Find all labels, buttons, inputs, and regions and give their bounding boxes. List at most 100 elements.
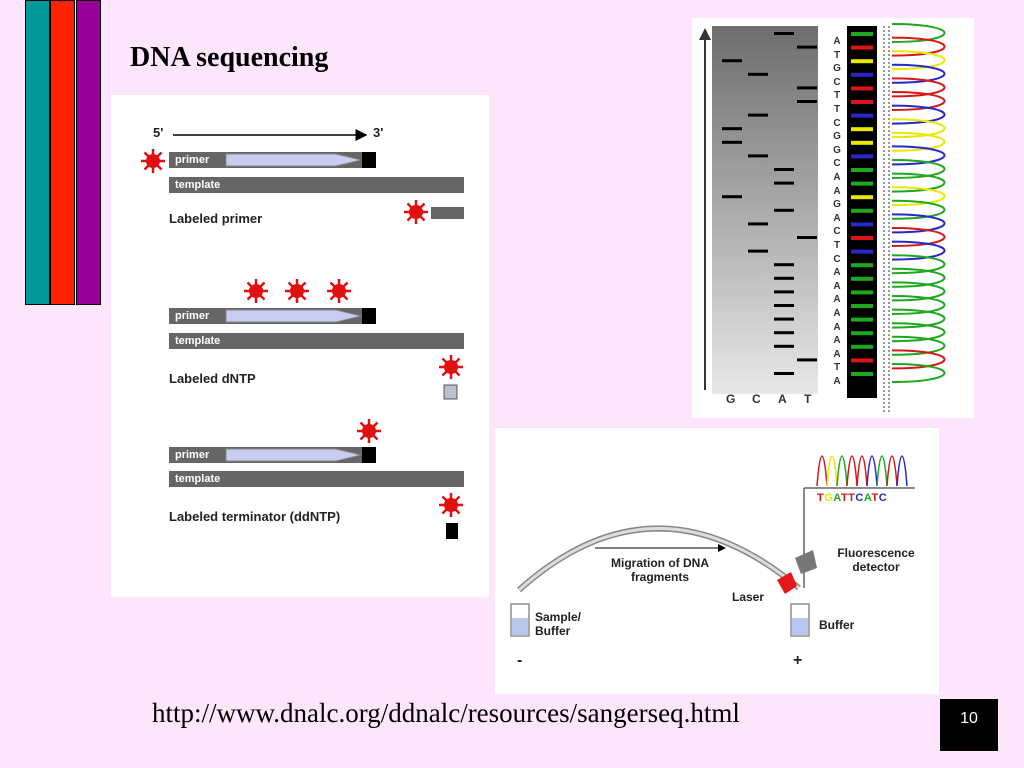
mini-trace-peak	[836, 455, 848, 487]
sequence-letter: C	[833, 158, 841, 170]
slide-title: DNA sequencing	[130, 42, 329, 73]
trace-peak	[891, 349, 946, 370]
plus-sign: +	[793, 652, 803, 669]
color-band	[851, 358, 873, 363]
sequence-letter: A	[833, 185, 841, 197]
readout-base: C	[878, 492, 888, 504]
gel-band	[748, 249, 768, 253]
detector-icon	[795, 550, 817, 574]
gel-band	[774, 372, 794, 375]
sequence-letter: C	[833, 253, 841, 265]
gel-band	[748, 154, 768, 158]
page-number: 10	[940, 699, 998, 751]
capillary-diagram	[510, 455, 915, 637]
gel-band	[774, 290, 794, 294]
trace-peak	[891, 322, 946, 343]
sequence-letter: G	[833, 63, 841, 75]
sequence-letter: C	[833, 76, 841, 88]
gel-band	[748, 72, 768, 76]
trace-peak	[891, 335, 946, 356]
trace-peak	[891, 267, 946, 288]
gel-band	[797, 45, 817, 49]
gel-band	[797, 100, 817, 103]
color-band	[851, 195, 873, 200]
mini-trace-peak	[856, 455, 868, 487]
color-band	[851, 208, 873, 213]
gel-band	[774, 276, 794, 280]
mini-trace-peak	[896, 455, 908, 487]
trace-peak	[891, 50, 946, 71]
sequence-letter: T	[833, 104, 841, 115]
labeled-terminator-text: Labeled terminator (ddNTP)	[169, 509, 341, 524]
gel-band	[722, 195, 742, 199]
label-star-icon	[139, 147, 167, 175]
primer-label-3: primer	[175, 449, 210, 461]
gel-band	[748, 113, 768, 117]
color-band	[851, 222, 873, 227]
trace-peak	[891, 36, 946, 57]
color-band	[851, 127, 873, 132]
labeled-dntp-text: Labeled dNTP	[169, 371, 256, 386]
labeling-methods-panel: 5' 3' primer template Labeled primer pri…	[111, 95, 489, 597]
trace-peak	[891, 213, 946, 234]
trace-peak	[891, 227, 946, 247]
mini-trace-peak	[846, 455, 858, 487]
trace-peak	[891, 77, 946, 98]
color-band	[851, 140, 873, 145]
sequence-letter: A	[833, 280, 841, 292]
gel-band	[797, 236, 817, 239]
labeling-diagram	[139, 129, 465, 539]
gel-band	[774, 304, 794, 307]
readout-base: A	[833, 492, 841, 504]
sequence-letter: G	[833, 199, 841, 211]
color-band	[851, 236, 873, 240]
gel-band	[774, 317, 794, 321]
source-url[interactable]: http://www.dnalc.org/ddnalc/resources/sa…	[152, 698, 740, 728]
sequence-letter: C	[833, 226, 841, 238]
readout-base: A	[863, 492, 872, 504]
migration-label: Migration of DNA fragments	[611, 556, 709, 584]
lane-c: C	[752, 392, 761, 406]
color-band	[851, 304, 873, 308]
color-band	[851, 344, 873, 349]
gel-band	[797, 358, 817, 362]
stripe-red	[50, 0, 75, 305]
readout-base: T	[840, 492, 849, 504]
color-band	[851, 100, 873, 104]
gel-band	[722, 127, 742, 131]
trace-peak	[891, 159, 946, 179]
template-label-1: template	[175, 179, 221, 191]
trace-peak	[891, 186, 946, 207]
sequence-letter: A	[833, 36, 841, 47]
sequence-letter: A	[833, 267, 841, 279]
gel-band	[722, 140, 742, 144]
detector-label: Fluorescence detector	[837, 546, 915, 574]
gel-band	[797, 86, 817, 90]
sequence-letter: A	[833, 321, 841, 333]
trace-peak	[891, 363, 946, 383]
trace-peak	[891, 295, 946, 315]
sequence-letter: A	[833, 308, 841, 319]
readout-base: T	[871, 492, 879, 504]
color-band	[851, 32, 873, 36]
color-band	[851, 317, 873, 322]
sequence-letter: G	[833, 144, 841, 156]
trace-peak	[891, 63, 946, 84]
color-band	[851, 168, 873, 172]
lane-t: T	[804, 392, 812, 406]
sequence-letter: A	[833, 348, 841, 360]
color-band	[851, 72, 873, 77]
gel-band	[774, 263, 794, 267]
stripe-purple	[76, 0, 101, 305]
trace-peak	[891, 199, 946, 220]
lane-a: A	[778, 392, 787, 406]
buffer-label: Buffer	[819, 618, 855, 632]
primer-label-1: primer	[175, 154, 210, 166]
readout-base: C	[855, 492, 864, 504]
mini-trace-peak	[826, 455, 838, 487]
color-band	[851, 59, 873, 64]
color-band	[851, 86, 873, 91]
color-band	[851, 181, 873, 186]
